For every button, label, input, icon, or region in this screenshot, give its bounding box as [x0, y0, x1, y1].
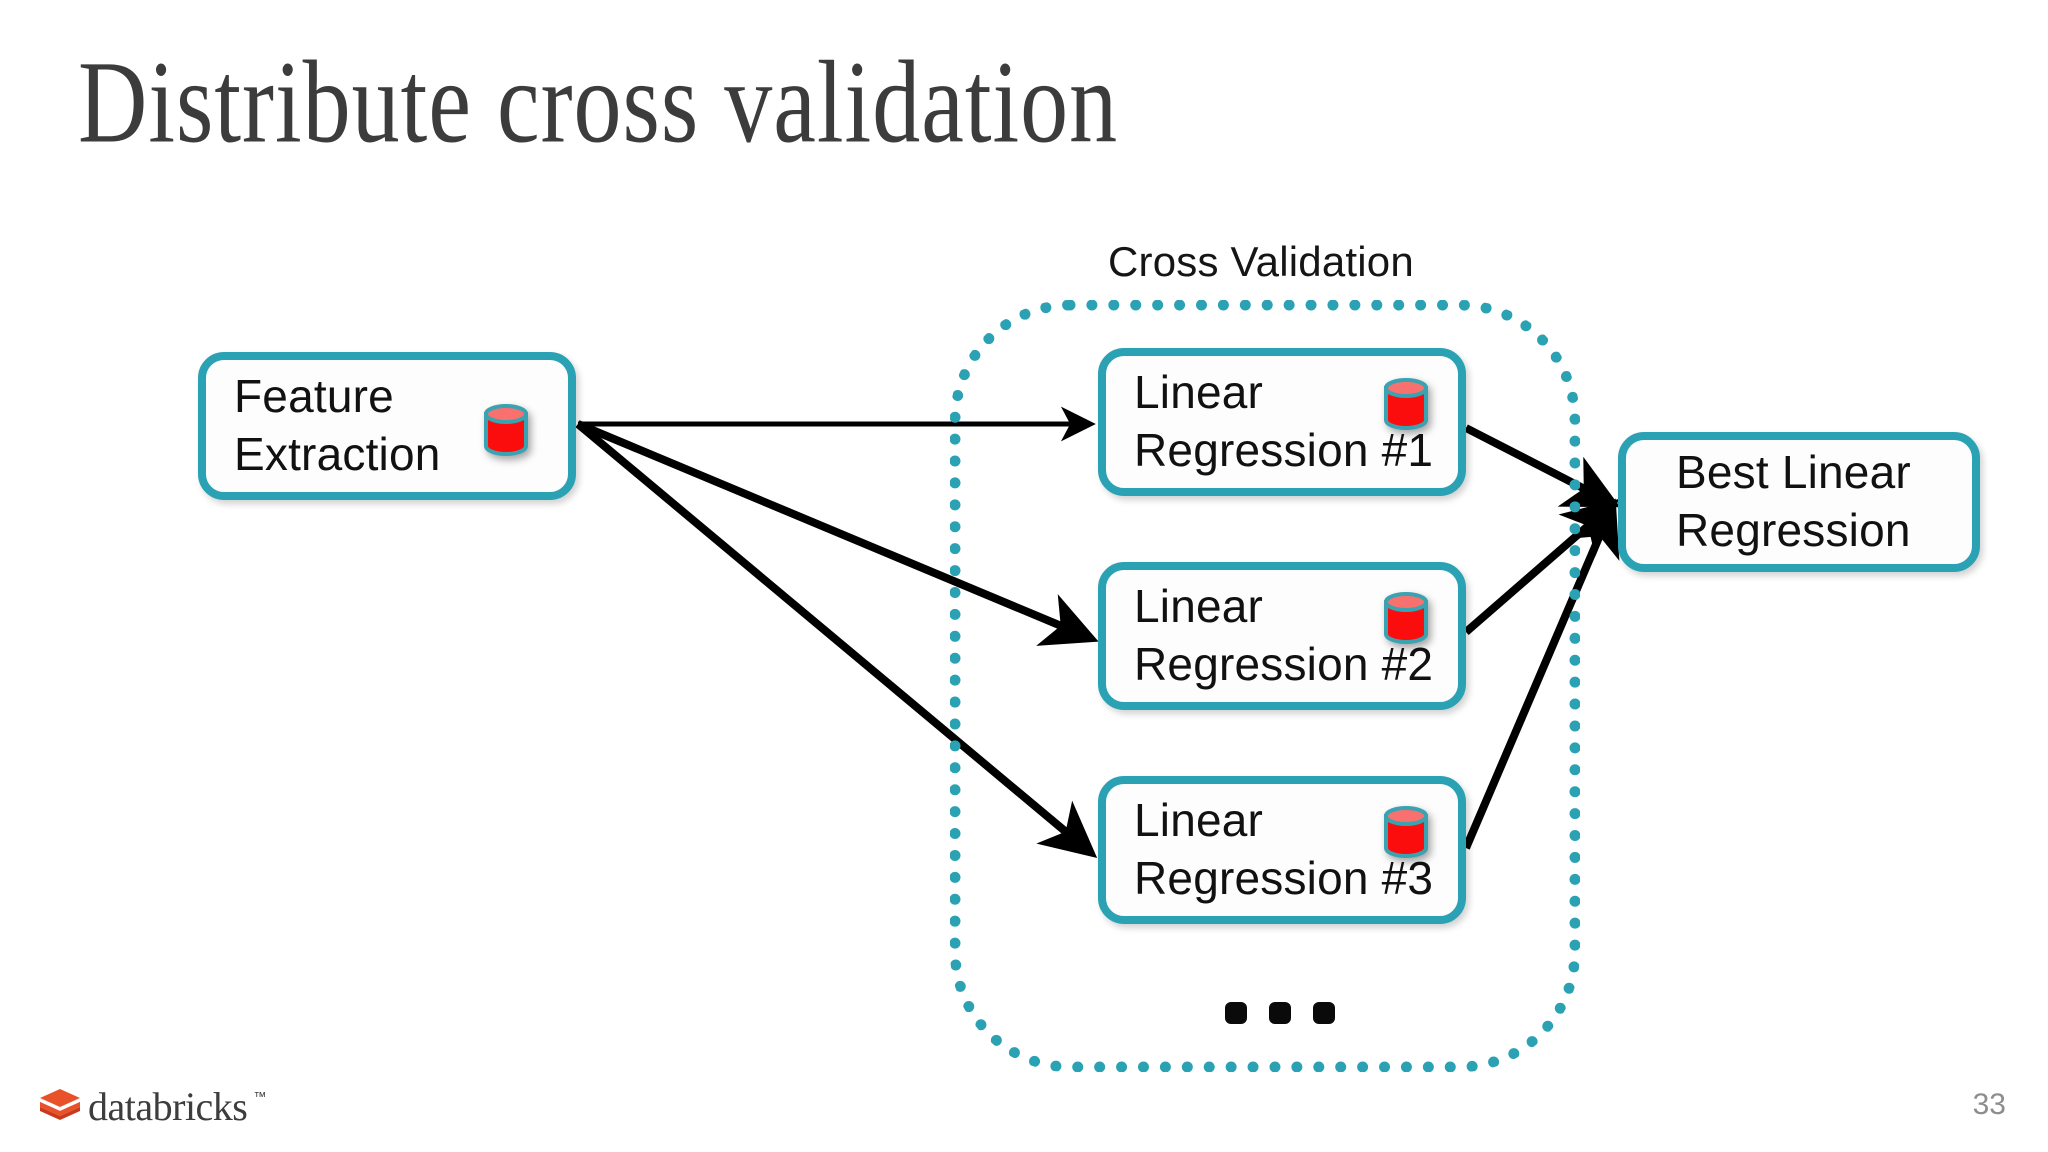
- node-feature-extraction-label: Feature Extraction: [234, 370, 441, 480]
- cross-validation-group: [950, 300, 1580, 1072]
- trademark-symbol: ™: [253, 1089, 267, 1104]
- page-title: Distribute cross validation: [78, 36, 1119, 168]
- database-icon: [484, 404, 528, 456]
- node-best-linear-regression[interactable]: Best Linear Regression: [1618, 432, 1980, 572]
- database-icon: [1384, 378, 1428, 430]
- ellipsis-dot: [1225, 1002, 1247, 1024]
- node-linear-regression-1[interactable]: Linear Regression #1: [1098, 348, 1466, 496]
- ellipsis-dot: [1269, 1002, 1291, 1024]
- node-linear-regression-2-label: Linear Regression #2: [1134, 580, 1434, 690]
- cross-validation-group-label: Cross Validation: [1108, 238, 1414, 285]
- database-icon: [1384, 806, 1428, 858]
- node-linear-regression-3[interactable]: Linear Regression #3: [1098, 776, 1466, 924]
- ellipsis-dot: [1313, 1002, 1335, 1024]
- node-linear-regression-2[interactable]: Linear Regression #2: [1098, 562, 1466, 710]
- ellipsis-indicator: [1225, 1002, 1335, 1024]
- databricks-logo: databricks ™: [38, 1083, 266, 1130]
- page-number: 33: [1972, 1088, 2006, 1121]
- database-icon: [1384, 592, 1428, 644]
- node-linear-regression-3-label: Linear Regression #3: [1134, 794, 1434, 904]
- node-feature-extraction[interactable]: Feature Extraction: [198, 352, 576, 500]
- node-best-linear-regression-label: Best Linear Regression: [1676, 446, 1911, 556]
- databricks-bricks-icon: [40, 1088, 80, 1120]
- databricks-wordmark: databricks: [88, 1084, 248, 1129]
- node-linear-regression-1-label: Linear Regression #1: [1134, 366, 1434, 476]
